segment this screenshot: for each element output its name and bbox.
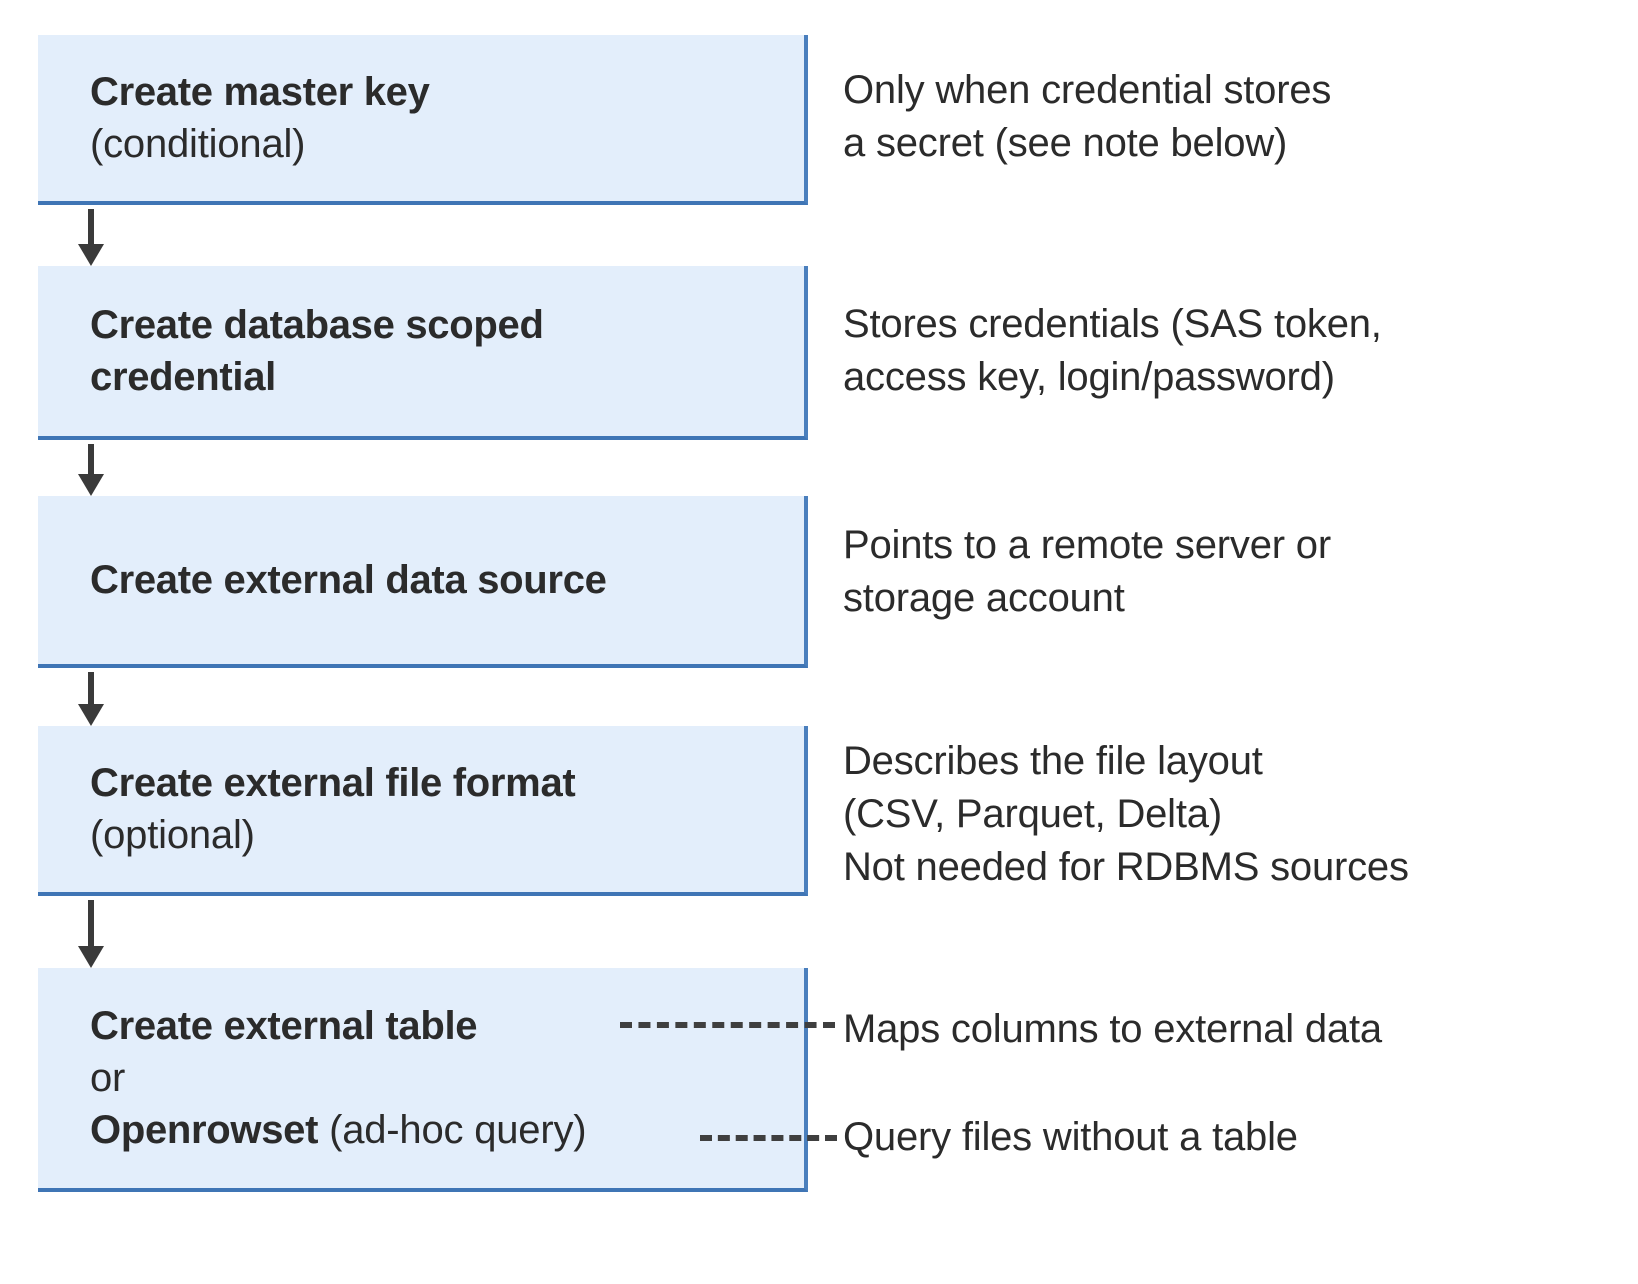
step-subtitle: (conditional) [90,122,306,166]
dashed-connector-openrowset [700,1135,837,1141]
step-subtitle: (optional) [90,813,255,857]
step-note-openrowset: Query files without a table [843,1115,1298,1159]
step-box-text: Create database scoped credential [38,299,804,403]
arrow-shaft [88,672,94,704]
step-title-openrowset-suffix: (ad-hoc query) [318,1108,587,1152]
step-box-create-database-scoped-credential[interactable]: Create database scoped credential [38,266,808,440]
step-title: Create external data source [90,558,607,602]
step-title-openrowset-line: Openrowset (ad-hoc query) [90,1104,790,1156]
step-note-external-table: Maps columns to external data [843,1007,1382,1051]
arrow-down-icon [78,209,104,266]
step-note-create-external-data-source: Points to a remote server or storage acc… [843,523,1331,620]
arrow-head [78,474,104,496]
step-note-create-database-scoped-credential: Stores credentials (SAS token, access ke… [843,302,1382,399]
arrow-head [78,946,104,968]
arrow-shaft [88,209,94,244]
step-title: Create external table [90,1004,478,1048]
step-box-text: Create external file format (optional) [38,757,804,861]
step-box-create-external-table-or-openrowset[interactable]: Create external table or Openrowset (ad-… [38,968,808,1192]
step-note-create-external-file-format: Describes the file layout (CSV, Parquet,… [843,739,1409,889]
step-box-create-external-data-source[interactable]: Create external data source [38,496,808,668]
arrow-down-icon [78,672,104,726]
arrow-down-icon [78,900,104,968]
dashed-connector-external-table [620,1022,835,1028]
step-box-text: Create master key (conditional) [38,66,804,170]
arrow-shaft [88,900,94,946]
step-box-text: Create external table or Openrowset (ad-… [38,1000,804,1156]
step-box-text: Create external data source [38,554,804,606]
arrow-shaft [88,444,94,474]
step-title: Create external file format [90,761,576,805]
step-title: Create master key [90,70,430,114]
step-box-create-master-key[interactable]: Create master key (conditional) [38,35,808,205]
step-title-openrowset: Openrowset [90,1108,319,1152]
arrow-head [78,244,104,266]
arrow-head [78,704,104,726]
step-box-create-external-file-format[interactable]: Create external file format (optional) [38,726,808,896]
step-title: Create database scoped credential [90,303,544,399]
step-or-label: or [90,1056,126,1100]
arrow-down-icon [78,444,104,496]
step-note-create-master-key: Only when credential stores a secret (se… [843,68,1332,165]
